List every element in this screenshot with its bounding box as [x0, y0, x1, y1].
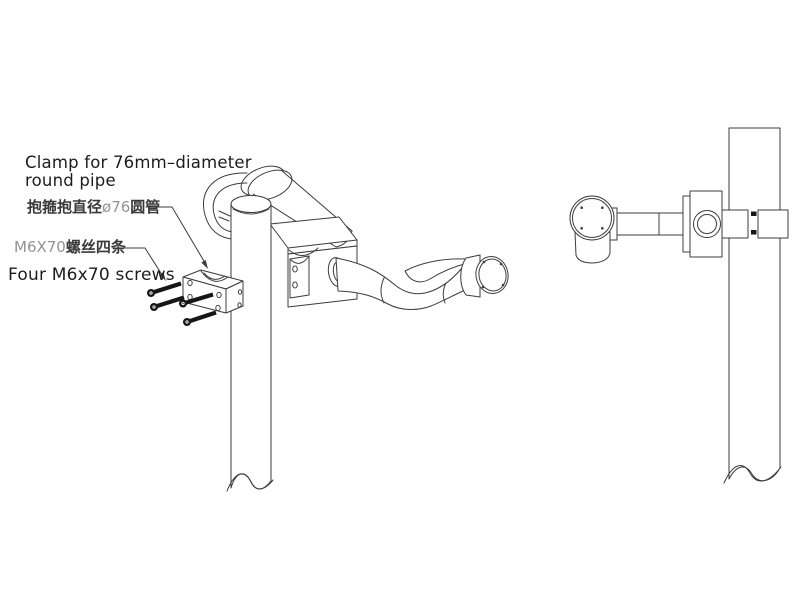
- speaker-disc-face: [478, 258, 507, 292]
- screw: [179, 292, 214, 308]
- disc-housing: [460, 254, 481, 298]
- pole-top-cap: [230, 195, 272, 213]
- label-clamp-chinese: 抱箍抱直径ø76圆管: [27, 199, 160, 216]
- disc-screw-dot: [482, 260, 486, 264]
- plate-hole: [187, 279, 193, 287]
- main-exploded-view: [112, 165, 509, 492]
- leader-screws-arrowhead: [159, 272, 166, 281]
- screws-m6x70: [147, 281, 217, 326]
- clamp-plate-saddle-notch: [200, 270, 229, 282]
- label-screws-english: Four M6x70 screws: [8, 265, 175, 285]
- pole-side-break-line: [723, 465, 782, 484]
- label-clamp-chinese-suffix: 圆管: [130, 198, 161, 216]
- bent-arm: [335, 254, 509, 310]
- clamp-band-front-block: [721, 209, 749, 239]
- screw: [150, 295, 185, 311]
- horn-speaker-right: [240, 165, 353, 248]
- arm-inner-arc: [212, 182, 248, 233]
- label-clamp-chinese-prefix: 抱箍抱直径: [27, 198, 103, 216]
- label-clamp-english-line1: Clamp for 76mm–diameter: [25, 153, 252, 172]
- pole-side-view: [723, 127, 782, 484]
- screw: [147, 281, 182, 297]
- head-screw-dot: [580, 206, 583, 209]
- plate-hole: [216, 291, 222, 299]
- clamp-box-saddle-arc: [288, 247, 319, 256]
- pole-cap-lip: [232, 208, 270, 215]
- mounting-arm-left: [203, 172, 248, 240]
- bracket-plate: [682, 190, 723, 258]
- tube-coupler-lines: [380, 277, 447, 304]
- side-elevation-view: [569, 127, 789, 484]
- clamp-band-rear-block: [757, 209, 789, 239]
- pole-break-line: [226, 473, 274, 492]
- clamp-box-hole-top: [292, 265, 298, 273]
- leader-screws-path: [112, 247, 163, 276]
- head-screw-dot: [601, 227, 604, 230]
- plate-end-hole: [237, 302, 242, 308]
- band-screw-mark-bottom: [751, 230, 757, 235]
- clamp-plate-end-face: [225, 280, 244, 314]
- pole-side-body: [728, 127, 781, 482]
- leader-line-screws: [112, 247, 166, 281]
- disc-screw-dot: [499, 262, 503, 266]
- plate-hole: [215, 304, 221, 312]
- label-clamp-diameter-value: ø76: [102, 198, 131, 216]
- pole-body: [230, 203, 272, 490]
- label-clamp-english: Clamp for 76mm–diameter round pipe: [25, 154, 252, 190]
- arm-fin: [404, 258, 469, 283]
- label-screws-code: M6X70: [14, 238, 66, 256]
- plate-end-hole: [237, 289, 243, 295]
- arm-bracket-detail: [218, 210, 231, 222]
- head-screw-dot: [580, 227, 583, 230]
- horn-bell-band: [247, 169, 293, 201]
- head-screw-dot: [601, 206, 604, 209]
- screw: [183, 310, 217, 326]
- arm-socket-inner: [697, 214, 717, 234]
- clamp-box-inner-plate: [289, 255, 310, 299]
- label-screws-chinese-text: 螺丝四条: [65, 238, 126, 256]
- leader-line-clamp: [145, 206, 208, 269]
- pole-main-view: [226, 195, 274, 492]
- leader-clamp-arrowhead: [201, 260, 208, 269]
- head-face-inner: [572, 198, 612, 238]
- side-arm: [608, 207, 693, 241]
- head-cylinder: [574, 231, 611, 264]
- side-arm-tube: [615, 212, 693, 236]
- arm-outer-arc: [203, 172, 248, 240]
- clamp-band: [721, 209, 789, 239]
- leader-clamp-path: [145, 206, 205, 263]
- band-screw-mark-top: [751, 211, 757, 216]
- clamp-box-hole-bottom: [292, 281, 298, 289]
- disc-screw-dot: [501, 283, 505, 287]
- label-screws-chinese: M6X70螺丝四条: [14, 239, 126, 256]
- clamp-box-inner-notch: [289, 255, 310, 264]
- camera-head: [569, 195, 615, 264]
- label-clamp-english-line2: round pipe: [25, 171, 116, 190]
- disc-screw-dot: [481, 285, 485, 289]
